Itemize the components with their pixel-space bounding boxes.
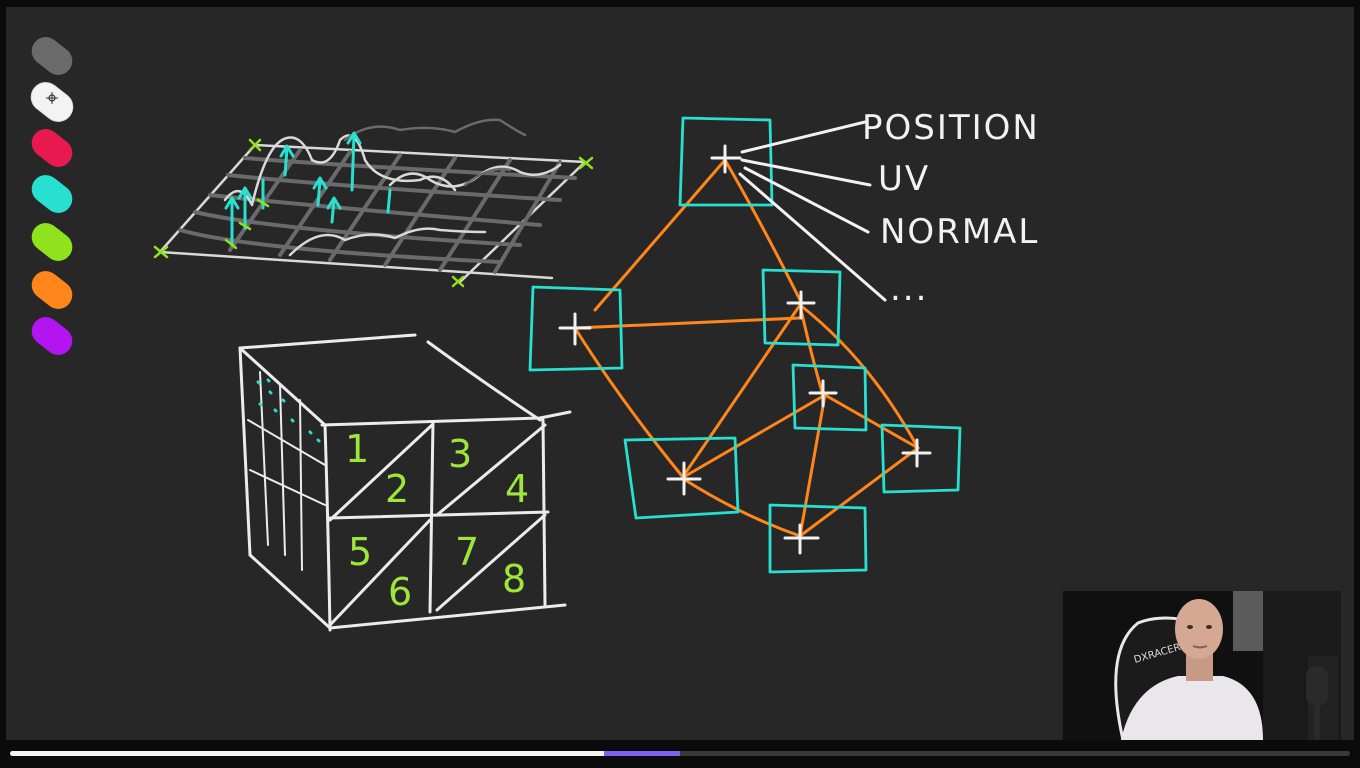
cube-number-6: 6 [388, 570, 412, 614]
cube-number-2: 2 [385, 467, 409, 511]
color-swatch-purple[interactable] [26, 311, 78, 361]
color-palette [26, 31, 80, 366]
mesh-edges [573, 158, 920, 538]
normal-arrows [224, 131, 392, 247]
cube-number-8: 8 [502, 557, 526, 601]
cube-number-5: 5 [348, 530, 372, 574]
video-progress-bar[interactable] [10, 751, 1350, 756]
label-ellipsis: ... [890, 269, 928, 309]
color-swatch-orange[interactable] [26, 265, 78, 315]
color-swatch-cyan[interactable] [26, 169, 78, 219]
corner-markers [153, 138, 594, 288]
cube-dots [256, 378, 321, 443]
presenter-video: DXRACER [1063, 591, 1341, 740]
label-normal: NORMAL [880, 212, 1039, 252]
color-swatch-gray[interactable] [26, 31, 78, 81]
label-uv: UV [878, 159, 930, 199]
cube-number-1: 1 [345, 427, 369, 471]
label-position: POSITION [862, 108, 1040, 148]
cube-number-4: 4 [505, 467, 529, 511]
cube-sketch [238, 333, 572, 632]
cube-number-7: 7 [455, 530, 479, 574]
heightmap-grid [158, 118, 587, 284]
color-swatch-red[interactable] [26, 123, 78, 173]
vertex-boxes [528, 116, 962, 574]
progress-played [10, 751, 604, 756]
color-swatch-green[interactable] [26, 217, 78, 267]
progress-buffered [603, 751, 680, 756]
vertex-crosses [558, 120, 932, 555]
crosshair-icon [46, 92, 58, 104]
cube-number-3: 3 [448, 432, 472, 476]
top-bar [0, 0, 1360, 7]
webcam-overlay: DXRACER [1063, 591, 1341, 740]
